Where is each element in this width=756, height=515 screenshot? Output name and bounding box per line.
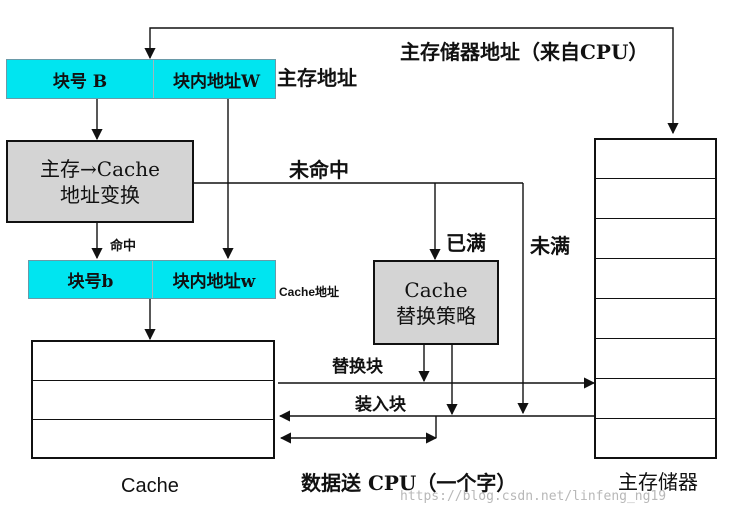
cache-caption: Cache (121, 475, 179, 497)
memory-row-divider (596, 298, 715, 299)
memory-row-divider (596, 218, 715, 219)
full-label: 已满 (446, 231, 486, 255)
translation-title-line1: 主存→Cache (40, 156, 160, 181)
main-address-source-label: 主存储器地址（来自CPU） (400, 40, 649, 64)
main-address-register: 块号 B 块内地址W (6, 59, 276, 99)
memory-row-divider (596, 378, 715, 379)
cache-line-divider (33, 380, 273, 381)
watermark: https://blog.csdn.net/linfeng_ng19 (400, 489, 667, 504)
main-block-number-field: 块号 B (7, 60, 154, 98)
cache-block-number-field: 块号b (29, 261, 153, 298)
cache-memory-block (31, 340, 275, 459)
main-memory-caption: 主存储器 (618, 470, 698, 494)
cache-address-register: 块号b 块内地址w (28, 260, 276, 299)
cache-address-label: Cache地址 (279, 285, 340, 299)
main-address-label: 主存地址 (277, 66, 357, 90)
replace-block-label: 替换块 (332, 357, 383, 377)
main-block-offset-field: 块内地址W (172, 71, 261, 92)
memory-row-divider (596, 418, 715, 419)
address-translation-box: 主存→Cache 地址变换 (6, 140, 194, 223)
not-full-label: 未满 (530, 234, 570, 258)
miss-label: 未命中 (289, 158, 349, 182)
memory-row-divider (596, 258, 715, 259)
data-to-cpu-label: 数据送 CPU（一个字） (301, 471, 517, 495)
translation-title-line2: 地址变换 (60, 182, 140, 207)
memory-row-divider (596, 338, 715, 339)
cache-block-offset-field: 块内地址w (172, 272, 256, 292)
main-memory-block (594, 138, 717, 459)
replacement-policy-box: Cache 替换策略 (373, 260, 499, 345)
policy-title-line2: 替换策略 (396, 303, 476, 328)
cache-line-divider (33, 419, 273, 420)
load-block-label: 装入块 (355, 395, 406, 415)
policy-title-line1: Cache (404, 277, 468, 302)
memory-row-divider (596, 178, 715, 179)
hit-label: 命中 (110, 239, 137, 254)
